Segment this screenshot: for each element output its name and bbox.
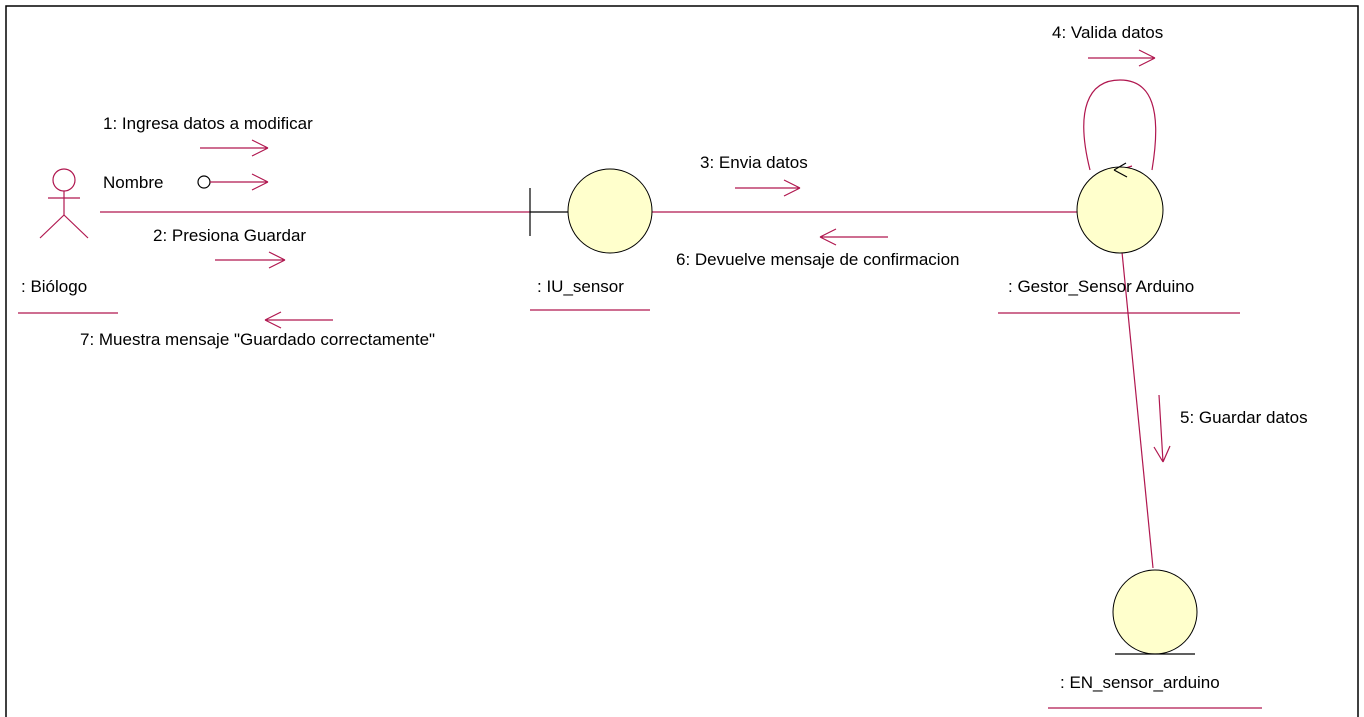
actor-left-leg [39, 214, 65, 239]
message-5-arrow [1153, 394, 1171, 463]
link-gestor-entity [1121, 251, 1154, 569]
boundary-iu-sensor [529, 168, 653, 254]
message-4-arrow [1088, 49, 1156, 67]
actor-head [52, 168, 76, 192]
control-arrow-icon [1113, 162, 1128, 178]
diagram-frame [5, 5, 1359, 717]
iu-sensor-label: : IU_sensor [537, 277, 624, 296]
actor-biologo [39, 168, 89, 239]
message-4-label: 4: Valida datos [1052, 23, 1163, 42]
message-6-arrow [819, 228, 888, 246]
message-2-label: 2: Presiona Guardar [153, 226, 306, 245]
param-nombre-label: Nombre [103, 173, 163, 192]
message-5-label: 5: Guardar datos [1180, 408, 1308, 427]
entity-en-sensor [1112, 569, 1198, 655]
entity-circle [1112, 569, 1198, 655]
param-arrow [210, 173, 269, 191]
control-gestor [1076, 162, 1164, 254]
message-1-arrow [200, 139, 269, 157]
gestor-label: : Gestor_Sensor Arduino [1008, 277, 1194, 296]
actor-label: : Biólogo [21, 277, 87, 296]
message-3-label: 3: Envia datos [700, 153, 808, 172]
message-3-arrow [735, 179, 801, 197]
self-loop-gestor [1083, 79, 1157, 171]
message-6-label: 6: Devuelve mensaje de confirmacion [676, 250, 959, 269]
control-circle [1076, 166, 1164, 254]
param-circle-icon [197, 175, 211, 189]
entity-label: : EN_sensor_arduino [1060, 673, 1220, 692]
message-2-arrow [215, 251, 286, 269]
message-7-arrow [264, 311, 333, 329]
message-7-label: 7: Muestra mensaje "Guardado correctamen… [80, 330, 435, 349]
actor-right-leg [63, 214, 89, 239]
boundary-circle [567, 168, 653, 254]
message-1-label: 1: Ingresa datos a modificar [103, 114, 313, 133]
